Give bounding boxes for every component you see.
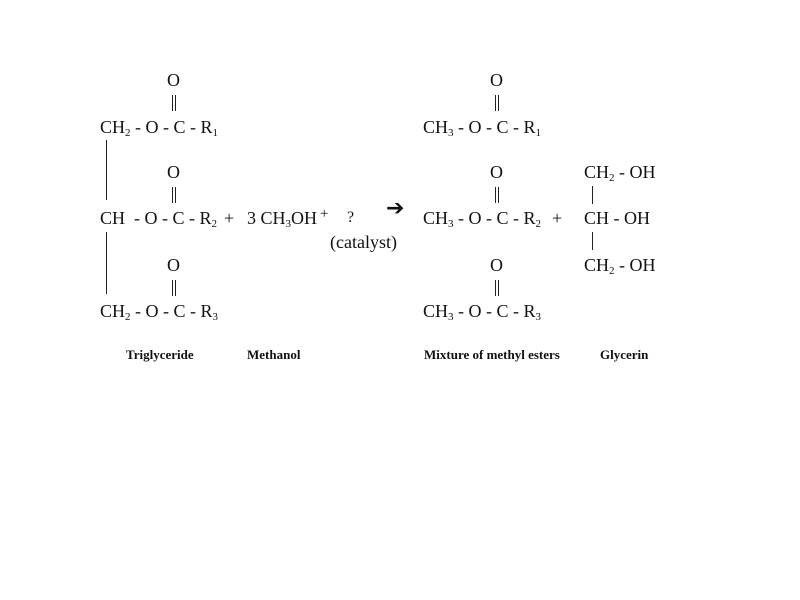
- carbonyl-oxygen: O: [167, 162, 180, 182]
- formula-text: OH: [291, 208, 318, 228]
- subscript: 3: [448, 127, 454, 139]
- formula-text: CH: [584, 162, 610, 182]
- formula-text: CH: [423, 301, 449, 321]
- methanol-label: Methanol: [247, 347, 301, 362]
- double-bond: [495, 280, 499, 296]
- subscript: 2: [211, 218, 218, 230]
- glycerin-label: Glycerin: [600, 347, 649, 362]
- double-bond: [495, 187, 499, 203]
- plus-sign: +: [552, 208, 563, 228]
- triglyceride-label: Triglyceride: [126, 347, 194, 362]
- subscript: 2: [535, 218, 542, 230]
- carbonyl-oxygen: O: [167, 255, 180, 275]
- formula-text: CH: [100, 301, 126, 321]
- subscript: 2: [125, 127, 131, 139]
- methanol-formula: 3 CH3OH: [247, 208, 318, 230]
- single-bond: [592, 232, 593, 250]
- esters-label: Mixture of methyl esters: [424, 347, 560, 362]
- subscript: 3: [212, 311, 219, 323]
- single-bond: [106, 140, 107, 200]
- formula-text: CH: [584, 255, 610, 275]
- carbonyl-oxygen: O: [490, 255, 503, 275]
- double-bond: [172, 187, 176, 203]
- subscript: 3: [448, 311, 454, 323]
- carbonyl-oxygen: O: [490, 70, 503, 90]
- triglyceride-row-1: CH2 - O - C - R1: [100, 117, 219, 139]
- carbonyl-oxygen: O: [167, 70, 180, 90]
- triglyceride-row-2: CH - O - C - R2: [100, 208, 218, 230]
- ester-row-1: CH3 - O - C - R1: [423, 117, 542, 139]
- formula-text: - OH: [614, 255, 656, 275]
- formula-text: CH - OH: [584, 208, 650, 228]
- formula-text: CH: [423, 117, 449, 137]
- plus-sign: +: [320, 206, 329, 222]
- subscript: 2: [609, 172, 615, 184]
- single-bond: [106, 232, 107, 294]
- formula-text: CH: [423, 208, 449, 228]
- subscript: 3: [535, 311, 542, 323]
- double-bond: [172, 95, 176, 111]
- single-bond: [592, 186, 593, 204]
- glycerin-row-2: CH - OH: [584, 208, 650, 228]
- subscript: 2: [125, 311, 131, 323]
- subscript: 3: [285, 218, 292, 230]
- carbonyl-oxygen: O: [490, 162, 503, 182]
- formula-text: - O - C - R: [453, 301, 536, 321]
- formula-text: - O - C - R: [453, 117, 536, 137]
- ester-row-2: CH3 - O - C - R2: [423, 208, 542, 230]
- glycerin-row-1: CH2 - OH: [584, 162, 656, 184]
- formula-text: - O - C - R: [453, 208, 536, 228]
- subscript: 1: [212, 127, 219, 139]
- subscript: 1: [535, 127, 542, 139]
- formula-text: - O - C - R: [130, 301, 213, 321]
- catalyst-unknown: ?: [347, 209, 355, 226]
- double-bond: [495, 95, 499, 111]
- formula-text: - O - C - R: [130, 117, 213, 137]
- ester-row-3: CH3 - O - C - R3: [423, 301, 542, 323]
- glycerin-row-3: CH2 - OH: [584, 255, 656, 277]
- formula-text: CH: [100, 117, 126, 137]
- double-bond: [172, 280, 176, 296]
- triglyceride-row-3: CH2 - O - C - R3: [100, 301, 219, 323]
- formula-text: 3 CH: [247, 208, 286, 228]
- formula-text: CH - O - C - R: [100, 208, 212, 228]
- formula-text: - OH: [614, 162, 656, 182]
- subscript: 2: [609, 265, 615, 277]
- subscript: 3: [448, 218, 454, 230]
- reaction-arrow-icon: ➔: [386, 196, 405, 221]
- catalyst-label: (catalyst): [330, 232, 397, 252]
- plus-sign: +: [224, 208, 235, 228]
